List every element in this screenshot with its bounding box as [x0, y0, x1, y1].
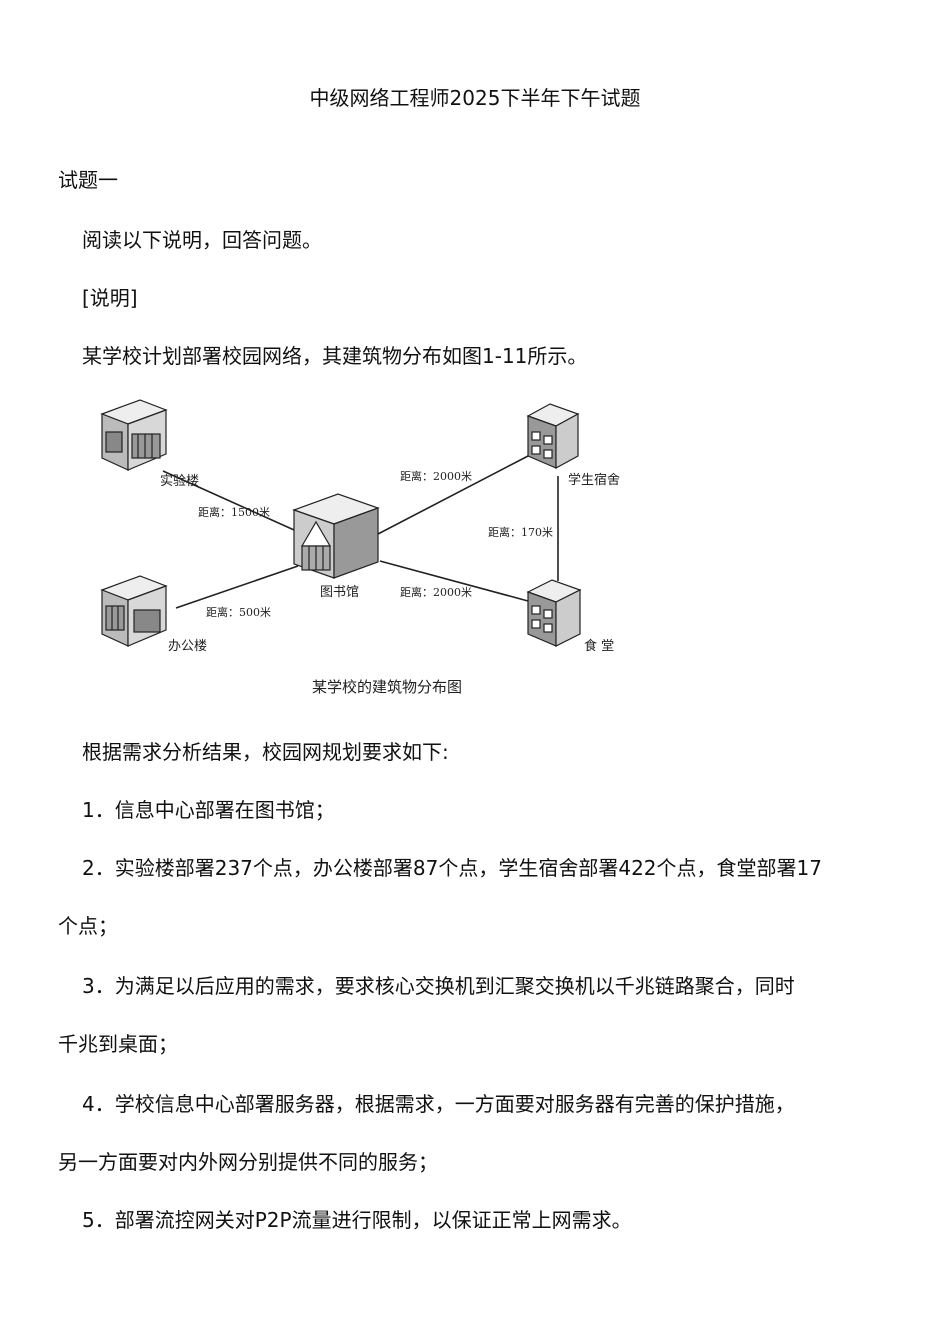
canteen-building-icon	[526, 579, 582, 647]
figure-caption: 某学校的建筑物分布图	[312, 678, 462, 696]
label-canteen: 食 堂	[584, 638, 614, 654]
requirement-4-cont: 另一方面要对内外网分别提供不同的服务；	[58, 1150, 438, 1174]
paragraph-2: 根据需求分析结果，校园网规划要求如下:	[82, 740, 449, 764]
requirement-5: 5．部署流控网关对P2P流量进行限制，以保证正常上网需求。	[82, 1208, 632, 1232]
network-links	[162, 455, 559, 609]
library-building-icon	[292, 493, 380, 579]
office-building-icon	[100, 575, 168, 647]
requirement-3: 3．为满足以后应用的需求，要求核心交换机到汇聚交换机以千兆链路聚合，同时	[82, 974, 795, 998]
intro-text: 阅读以下说明，回答问题。	[82, 228, 322, 252]
distance-lab-library: 距离：1500米	[198, 505, 270, 519]
lab-building-icon	[100, 399, 168, 471]
requirement-3-cont: 千兆到桌面；	[58, 1032, 178, 1056]
requirement-2: 2．实验楼部署237个点，办公楼部署87个点，学生宿舍部署422个点，食堂部署1…	[82, 856, 822, 880]
page-title: 中级网络工程师2025下半年下午试题	[309, 86, 641, 110]
link-library-dorm	[377, 455, 529, 535]
requirement-4: 4．学校信息中心部署服务器，根据需求，一方面要对服务器有完善的保护措施，	[82, 1092, 795, 1116]
distance-library-dorm: 距离：2000米	[400, 469, 472, 483]
note-heading: [说明]	[82, 286, 138, 310]
section-heading: 试题一	[58, 168, 118, 192]
label-lab: 实验楼	[160, 473, 199, 489]
distance-office-library: 距离：500米	[206, 605, 271, 619]
building-distribution-figure: 实验楼 办公楼 图书馆 学生宿舍 食 堂 距离：1500米 距离：500米 距离…	[100, 399, 620, 696]
requirement-1: 1．信息中心部署在图书馆；	[82, 798, 335, 822]
link-office-library	[175, 565, 299, 609]
paragraph-1: 某学校计划部署校园网络，其建筑物分布如图1-11所示。	[82, 344, 588, 368]
link-lab-library	[162, 470, 304, 535]
label-library: 图书馆	[320, 585, 359, 600]
distance-dorm-canteen: 距离：170米	[488, 525, 553, 539]
requirement-2-cont: 个点；	[58, 914, 118, 938]
distance-library-canteen: 距离：2000米	[400, 585, 472, 599]
dorm-building-icon	[526, 403, 580, 470]
label-dorm: 学生宿舍	[568, 472, 620, 488]
link-library-canteen	[379, 560, 529, 602]
label-office: 办公楼	[168, 639, 207, 654]
